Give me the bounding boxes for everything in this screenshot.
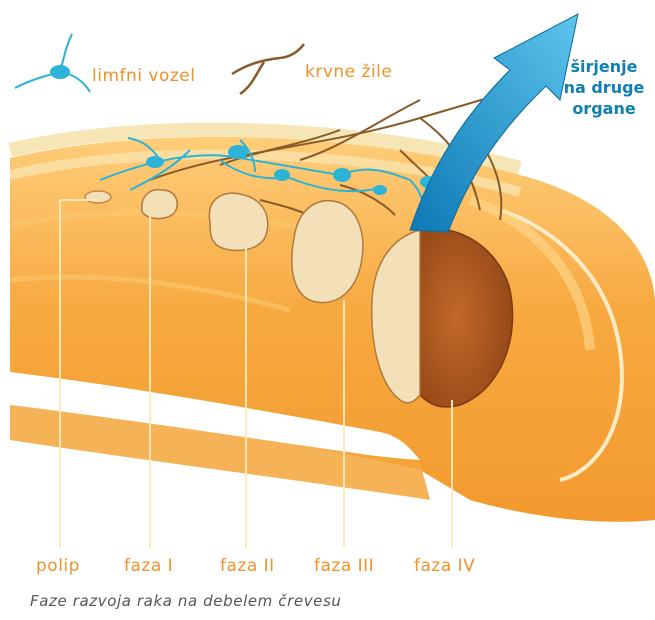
lymph-node-legend-icon xyxy=(15,34,90,92)
blood-vessel-legend-icon xyxy=(232,44,304,94)
spread-label: širjenje na druge organe xyxy=(556,56,652,119)
stage-label-3: faza III xyxy=(314,556,374,576)
spread-label-line-3: organe xyxy=(556,98,652,119)
tumor-stage-4 xyxy=(372,229,513,407)
stage-label-polyp: polip xyxy=(36,556,80,576)
stage-label-4: faza IV xyxy=(414,556,475,576)
spread-label-line-2: na druge xyxy=(556,77,652,98)
stage-label-2: faza II xyxy=(220,556,275,576)
stage-label-1: faza I xyxy=(124,556,173,576)
lymph-node-legend-label: limfni vozel xyxy=(92,66,195,86)
tumor-stage-1 xyxy=(142,190,177,219)
spread-label-line-1: širjenje xyxy=(556,56,652,77)
tumor-polyp xyxy=(85,191,111,203)
colon-body xyxy=(10,130,655,522)
figure-caption: Faze razvoja raka na debelem črevesu xyxy=(30,592,342,610)
blood-vessel-legend-label: krvne žile xyxy=(305,62,392,82)
